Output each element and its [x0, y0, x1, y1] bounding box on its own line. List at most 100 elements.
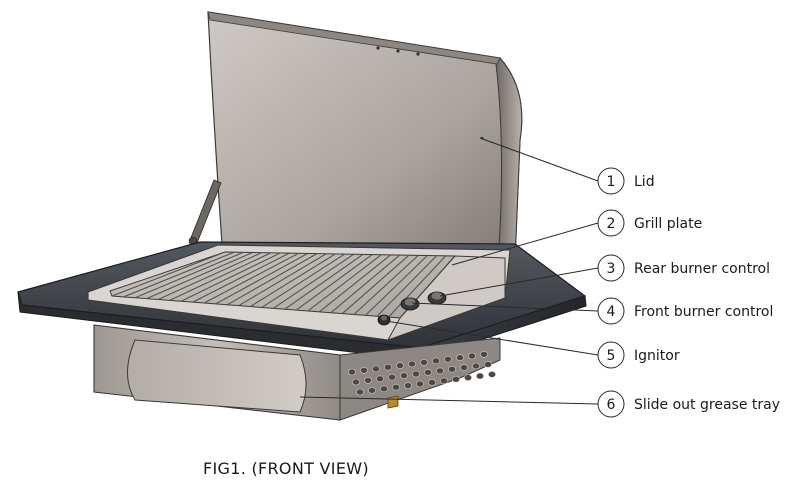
vent-hole [404, 382, 412, 389]
vent-hole [388, 373, 396, 381]
vent-hole [408, 360, 416, 368]
grill-rib [215, 252, 309, 305]
lid-screw [416, 52, 420, 56]
vent-hole [376, 375, 384, 383]
grill-rib [295, 254, 373, 311]
vent-hole [476, 372, 484, 380]
grill-rib [307, 254, 382, 312]
lid-screw [376, 46, 380, 50]
lid-screw [396, 49, 400, 53]
grill-rib [203, 252, 299, 304]
grill-rib [365, 255, 428, 316]
callout-number: 1 [607, 174, 616, 190]
grill-rib [353, 254, 419, 315]
lid [207, 11, 523, 263]
vent-hole [436, 367, 444, 375]
vent-hole [360, 367, 368, 374]
callout-label-front-burner-control: Front burner control [634, 304, 773, 320]
grill-rib [272, 253, 355, 309]
vent-hole [420, 359, 428, 366]
vent-hole [392, 383, 400, 391]
leader-line-1 [479, 137, 599, 182]
vent-hole [380, 385, 388, 393]
vent-hole [472, 362, 480, 370]
callout-number: 4 [607, 304, 616, 320]
grill-rib [226, 253, 318, 306]
vent-hole [372, 365, 380, 373]
grease-tray [127, 339, 307, 413]
callout-number: 3 [607, 261, 616, 277]
grill-rib [123, 251, 235, 298]
leader-line-6 [299, 396, 599, 405]
vent-hole [448, 365, 456, 373]
vent-hole [484, 361, 492, 368]
leader-line-2 [451, 222, 599, 266]
grill-rib [388, 255, 447, 318]
figure-caption: FIG1. (FRONT VIEW) [203, 459, 369, 478]
grill-rib [249, 253, 336, 308]
vent-hole [424, 369, 432, 376]
ignitor-button [377, 314, 391, 326]
lid-panel [207, 11, 523, 261]
callout-6: 6 Slide out grease tray [597, 390, 780, 418]
vent-hole [412, 370, 420, 378]
grill-body [93, 324, 501, 421]
callout-number: 5 [607, 348, 616, 364]
grill-rib [330, 254, 401, 314]
vent-hole [440, 377, 448, 385]
grill-rib [180, 252, 281, 302]
vent-hole [368, 387, 376, 394]
grill-rib [111, 251, 226, 297]
callout-label-grill-plate: Grill plate [634, 216, 702, 232]
callout-label-ignitor: Ignitor [634, 348, 680, 364]
vent-hole [468, 352, 476, 360]
grill-rib [169, 252, 272, 301]
callout-label-rear-burner-control: Rear burner control [634, 261, 770, 277]
callout-1: 1 Lid [597, 167, 655, 195]
callout-4: 4 Front burner control [597, 297, 773, 325]
vent-hole [432, 357, 440, 365]
vent-hole [464, 374, 472, 381]
gas-inlet [387, 395, 399, 409]
grill-frame [87, 244, 511, 341]
callout-2: 2 Grill plate [597, 209, 702, 237]
grill-plate-ribs [111, 251, 456, 319]
vent-hole [456, 354, 464, 361]
vent-hole [416, 380, 424, 388]
vent-hole [356, 388, 364, 396]
leader-line-5 [385, 320, 599, 356]
vent-hole [460, 364, 468, 371]
grill-rib [284, 253, 364, 310]
lid-stay-arm [188, 179, 222, 246]
lid-top-rim [207, 11, 501, 65]
leader-lines [299, 137, 599, 405]
vent-hole [452, 375, 460, 383]
vent-hole [364, 377, 372, 384]
vent-hole [384, 363, 392, 371]
callout-number: 2 [607, 216, 616, 232]
side-vent-holes [348, 351, 496, 396]
grill-rib [319, 254, 391, 313]
grill-rib [157, 252, 263, 301]
leader-line-3 [439, 267, 599, 297]
vent-hole [348, 368, 356, 376]
vent-hole [352, 378, 360, 386]
callout-5: 5 Ignitor [597, 341, 680, 369]
front-burner-knob [400, 297, 420, 311]
vent-hole [400, 372, 408, 379]
vent-hole [488, 371, 496, 378]
grill-rib [261, 253, 345, 308]
vent-hole [396, 362, 404, 369]
grill-rib [134, 251, 244, 299]
grill-rib [192, 252, 290, 303]
grill-rib [238, 253, 327, 307]
callout-3: 3 Rear burner control [597, 254, 770, 282]
callout-label-lid: Lid [634, 174, 655, 190]
grill-rib [376, 255, 437, 317]
vent-hole [428, 379, 436, 386]
grill-rib [342, 254, 410, 315]
callout-number: 6 [607, 397, 616, 413]
vent-hole [444, 355, 452, 363]
grill-rib [146, 251, 253, 300]
